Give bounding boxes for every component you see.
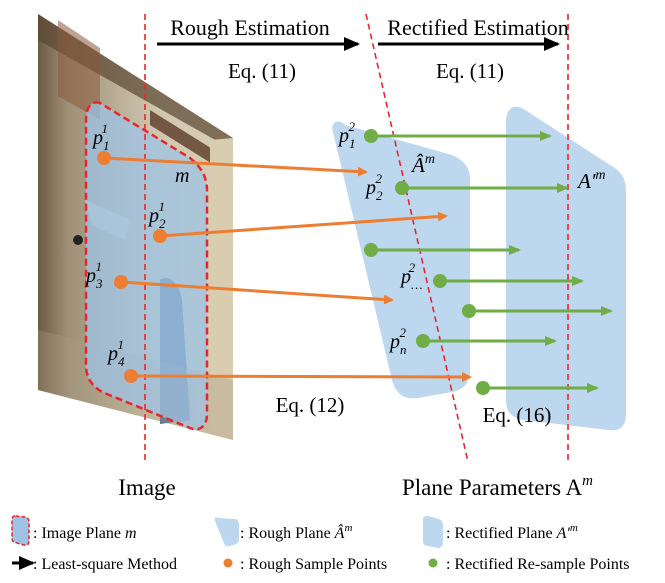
rough-dot-3 [114,275,128,289]
image-plane-label: m [175,165,189,187]
rough-dot-4 [124,369,138,383]
rough-plane-label: Âm [410,152,435,177]
legend-rough-sample: : Rough Sample Points [240,556,387,573]
orange-arrow-2 [159,211,448,238]
eq-16-label: Eq. (16) [483,403,552,427]
orange-arrow-4 [130,371,472,382]
green-dot-7 [476,381,490,395]
legend-least-square: : Least-square Method [33,556,177,573]
rough-plane [332,121,470,399]
rough-point-label-1: p11 [91,121,109,153]
orange-arrow-1 [103,156,368,177]
green-dot-3 [364,243,378,257]
green-dot-6 [416,334,430,348]
legend-rough-sample-dot [223,558,233,568]
legend-image-plane: : Image Plane m [33,525,137,542]
orange-arrows [103,156,472,382]
image-plane-m [84,101,209,431]
rectified-point-label-3: p…2 [399,260,423,292]
rectified-point-label-4: pn2 [388,325,407,357]
rectified-point-label-1: p12 [337,119,356,151]
rectified-estimation-label: Rectified Estimation [387,15,568,40]
rectified-resample-dots [364,129,490,395]
green-dot-5 [462,304,476,318]
rough-eq-label: Eq. (11) [228,59,296,83]
green-dot-1 [364,129,378,143]
green-arrows [371,131,613,393]
image-caption: Image [118,475,175,500]
legend-image-plane-icon [11,515,30,546]
legend-rectified-resample-dot [428,558,438,568]
rough-dot-2 [153,229,167,243]
legend-rectified-plane: : Rectified Plane A′m [446,522,578,542]
green-dot-2 [395,181,409,195]
rectified-eq-label: Eq. (11) [436,59,504,83]
rough-estimation-label: Rough Estimation [170,15,330,40]
rectified-plane [506,106,626,431]
rough-sample-dots [97,151,167,383]
rectified-point-label-2: p22 [364,171,383,203]
legend: : Image Plane m : Rough Plane Âm : Recti… [11,515,630,573]
eq-12-label: Eq. (12) [276,393,345,417]
rectified-plane-label: A′m [576,168,606,193]
rough-point-label-3: p31 [84,259,103,291]
rough-point-label-2: p21 [147,199,166,231]
plane-parameters-caption: Plane Parameters Am [402,473,593,500]
green-dot-4 [433,274,447,288]
legend-rectified-resample: : Rectified Re-sample Points [446,556,630,573]
rough-dot-1 [97,151,111,165]
orange-arrow-3 [120,280,394,305]
rough-point-label-4: p41 [106,337,125,369]
legend-rough-plane: : Rough Plane Âm [240,522,352,542]
dashed-line-rough [365,13,469,463]
legend-rough-plane-icon [214,517,239,547]
legend-rectified-plane-icon [423,515,443,548]
